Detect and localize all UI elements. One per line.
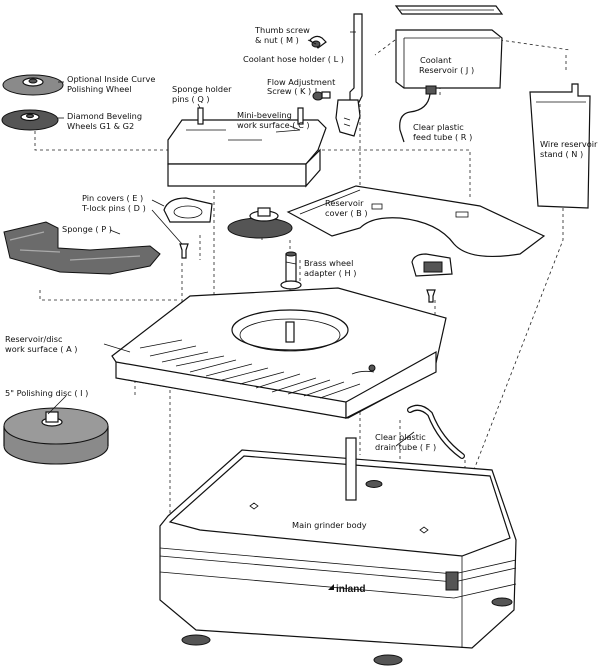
brass-wheel-adapter [280,251,302,290]
diamond-beveling-wheels [1,109,59,131]
flow-adjustment-screw [312,91,331,101]
label-main-grinder-body: Main grinder body [292,520,367,530]
coolant-hose-holder [335,13,363,137]
pin-cover-right [411,253,453,277]
reservoir-cover [286,185,546,258]
label-reservoir-cover-b: cover ( B ) [325,208,368,218]
label-drain-tube-f: drain tube ( F ) [375,442,436,452]
label-thumb-screw-nut: & nut ( M ) [255,35,299,45]
label-thumb-screw: Thumb screw [254,25,310,35]
label-wire-stand-n: stand ( N ) [540,149,583,159]
label-tlock-pins: T-lock pins ( D ) [81,203,146,213]
label-coolant-reservoir: Coolant [420,55,452,65]
small-grinding-wheel [227,207,293,239]
label-mini-beveling-c: work surface ( C ) [237,120,310,130]
label-flow-adjustment: Flow Adjustment [267,77,336,87]
label-clear-feed-tube-r: feed tube ( R ) [413,132,472,142]
clear-plastic-drain-tube [407,404,465,459]
main-grinder-body: inland [159,437,517,666]
wire-reservoir-stand [529,83,591,209]
label-brass-adapter: Brass wheel [304,258,353,268]
sponge [3,221,161,275]
label-diamond-wheels-2: Wheels G1 & G2 [67,121,134,131]
label-sponge-holder: Sponge holder [172,84,232,94]
optional-inside-curve-polishing-wheel [2,74,64,96]
label-coolant-hose-holder: Coolant hose holder ( L ) [243,54,344,64]
coolant-reservoir [395,29,503,143]
leader-lines [47,31,415,447]
reservoir-disc-work-surface [111,287,447,419]
label-reservoir-cover: Reservoir [325,198,364,208]
label-sponge-holder-q: pins ( Q ) [172,94,210,104]
label-mini-beveling: Mini-beveling [237,110,292,120]
brand-logo-text: inland [336,584,365,595]
part-labels: Thumb screw & nut ( M ) Coolant hose hol… [5,25,598,530]
label-pin-covers: Pin covers ( E ) [82,193,143,203]
label-drain-tube: Clear plastic [375,432,426,442]
polishing-disc-5in [3,407,109,465]
label-reservoir-surface: Reservoir/disc [5,334,63,344]
label-clear-feed-tube: Clear plastic [413,122,464,132]
t-lock-pin-right [426,289,436,303]
label-optional-wheel-2: Polishing Wheel [67,84,132,94]
label-brass-adapter-h: adapter ( H ) [304,268,356,278]
t-lock-pin-left [179,243,189,259]
label-optional-wheel: Optional Inside Curve [67,74,155,84]
label-polishing-disc: 5" Polishing disc ( I ) [5,388,88,398]
label-wire-stand: Wire reservoir [540,139,598,149]
label-flow-adjustment-k: Screw ( K ) [267,86,311,96]
coolant-reservoir-lid [394,5,504,15]
label-sponge: Sponge ( P ) [62,224,112,234]
label-coolant-reservoir-j: Reservoir ( J ) [419,65,474,75]
label-reservoir-surface-a: work surface ( A ) [5,344,77,354]
label-diamond-wheels: Diamond Beveling [67,111,142,121]
pin-cover [163,197,213,223]
mini-beveling-work-surface [167,107,327,188]
